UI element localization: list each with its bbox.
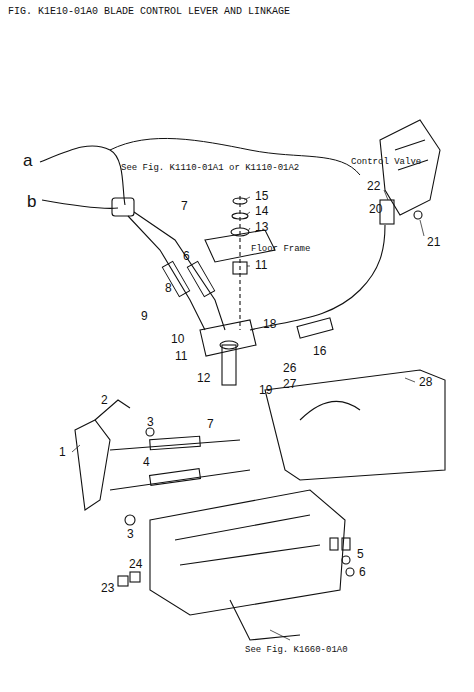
callout-number: 7 (180, 200, 189, 213)
callout-number: 18 (262, 318, 277, 331)
control-rod (128, 216, 205, 330)
callout-number: 2 (100, 394, 109, 407)
callout-number: 3 (126, 528, 135, 541)
pivot-lever (200, 320, 256, 356)
callout-number: 16 (312, 345, 327, 358)
washer (220, 341, 238, 349)
callout-number: 6 (182, 250, 191, 263)
callout-number: 15 (254, 190, 269, 203)
part-label: Floor Frame (250, 245, 311, 255)
bracket-foot (230, 600, 300, 640)
lever-arm (95, 400, 130, 420)
spring (162, 261, 214, 296)
pin (146, 428, 154, 436)
pivot-shaft (222, 345, 236, 385)
callout-number: 5 (356, 548, 365, 561)
callout-number: 4 (142, 456, 151, 469)
control-rod (134, 212, 225, 330)
spring (150, 469, 201, 486)
lower-rod (110, 470, 250, 490)
callout-number: 19 (258, 384, 273, 397)
callout-number: 28 (418, 376, 433, 389)
callout-number: 20 (368, 203, 383, 216)
callout-number: 27 (282, 378, 297, 391)
cover-plate (265, 370, 445, 480)
pin (414, 211, 422, 219)
callout-number: 24 (128, 558, 143, 571)
plate-cutout (300, 401, 360, 420)
callout-number: 13 (254, 221, 269, 234)
cable-clamp (112, 198, 134, 216)
control-valve (380, 120, 440, 215)
callout-number: 22 (366, 180, 381, 193)
callout-number: 9 (140, 310, 149, 323)
cable-to-valve (250, 225, 385, 330)
callout-number: 10 (170, 333, 185, 346)
part-label: See Fig. K1110-01A1 or K1110-01A2 (120, 164, 300, 174)
cable-spring (297, 318, 333, 338)
bolt (125, 515, 135, 525)
cable-a (40, 146, 125, 205)
cable-b (42, 200, 118, 208)
part-label: See Fig. K1660-01A0 (244, 646, 349, 656)
bolt-set (118, 538, 354, 586)
callout-number: 23 (100, 582, 115, 595)
leader-line (72, 190, 424, 640)
callout-number: 11 (254, 259, 268, 272)
callout-number: 8 (164, 282, 173, 295)
callout-number: 7 (206, 418, 215, 431)
callout-number: 12 (196, 372, 211, 385)
callout-number: 3 (146, 416, 155, 429)
bracket-detail (175, 515, 320, 565)
part-label: a (22, 152, 33, 171)
part-label: Control Valve (350, 158, 422, 168)
control-lever (75, 420, 110, 510)
part-label: b (26, 193, 37, 212)
callout-number: 1 (58, 446, 67, 459)
callout-number: 26 (282, 362, 297, 375)
callout-number: 14 (254, 205, 269, 218)
callout-number: 21 (426, 236, 441, 249)
figure-title: FIG. K1E10-01A0 BLADE CONTROL LEVER AND … (8, 6, 290, 17)
cable-line (110, 138, 360, 175)
center-line (239, 196, 240, 330)
callout-number: 6 (358, 566, 367, 579)
spring (150, 436, 201, 449)
callout-number: 11 (174, 350, 188, 363)
lever-bracket (150, 490, 345, 615)
